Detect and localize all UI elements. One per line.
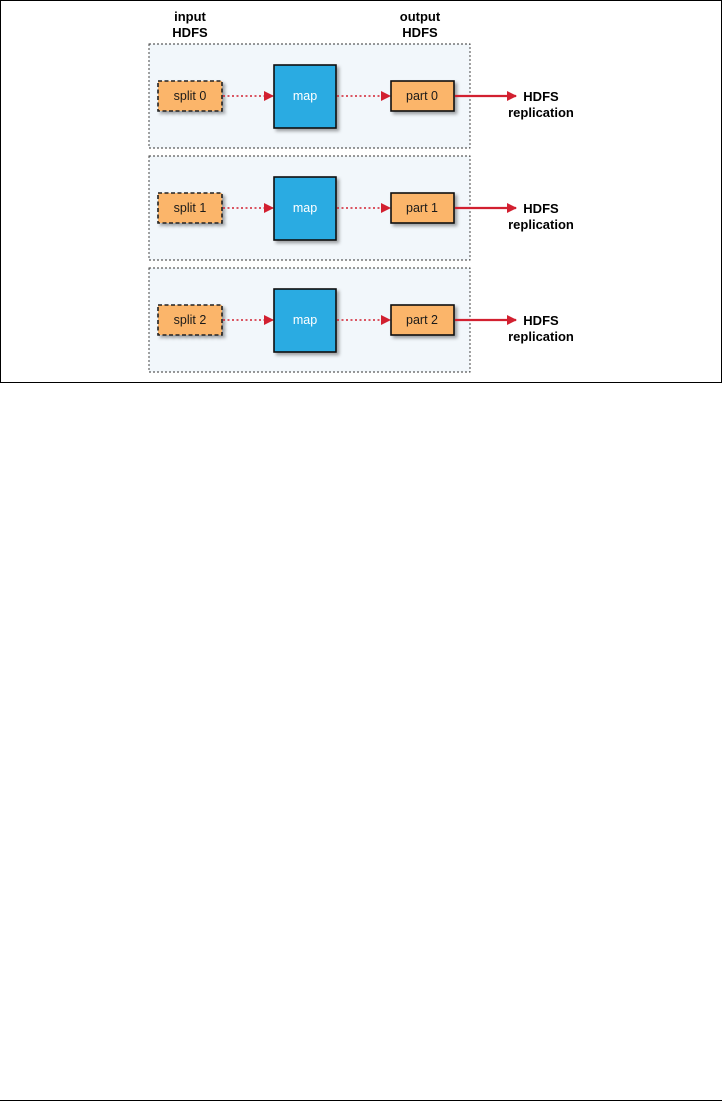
split-label: split 0 <box>174 89 207 103</box>
destination-line2: replication <box>508 329 574 344</box>
split-label: split 2 <box>174 313 207 327</box>
part-box <box>390 304 455 336</box>
part-box <box>390 80 455 112</box>
split-label: split 1 <box>174 201 207 215</box>
split-box <box>157 304 223 336</box>
output-header-line1: output <box>400 9 441 24</box>
map-label: map <box>293 89 317 103</box>
split-box <box>157 192 223 224</box>
part-label: part 0 <box>406 89 438 103</box>
part-box <box>390 192 455 224</box>
page-footer-rule <box>0 1100 722 1101</box>
split-box <box>157 80 223 112</box>
map-label: map <box>293 313 317 327</box>
destination-line1: HDFS <box>523 201 559 216</box>
input-header-line1: input <box>174 9 206 24</box>
part-label: part 2 <box>406 313 438 327</box>
map-label: map <box>293 201 317 215</box>
destination-line1: HDFS <box>523 89 559 104</box>
output-header-line2: HDFS <box>402 25 438 40</box>
map-box <box>273 64 337 129</box>
part-label: part 1 <box>406 201 438 215</box>
diagram-frame: input HDFS output HDFS split 0 map part 0 H… <box>0 0 722 383</box>
input-header-line2: HDFS <box>172 25 208 40</box>
mapreduce-diagram: input HDFS output HDFS split 0 map part 0 H… <box>148 9 574 373</box>
destination-line2: replication <box>508 217 574 232</box>
map-box <box>273 288 337 353</box>
destination-line1: HDFS <box>523 313 559 328</box>
map-box <box>273 176 337 241</box>
destination-line2: replication <box>508 105 574 120</box>
